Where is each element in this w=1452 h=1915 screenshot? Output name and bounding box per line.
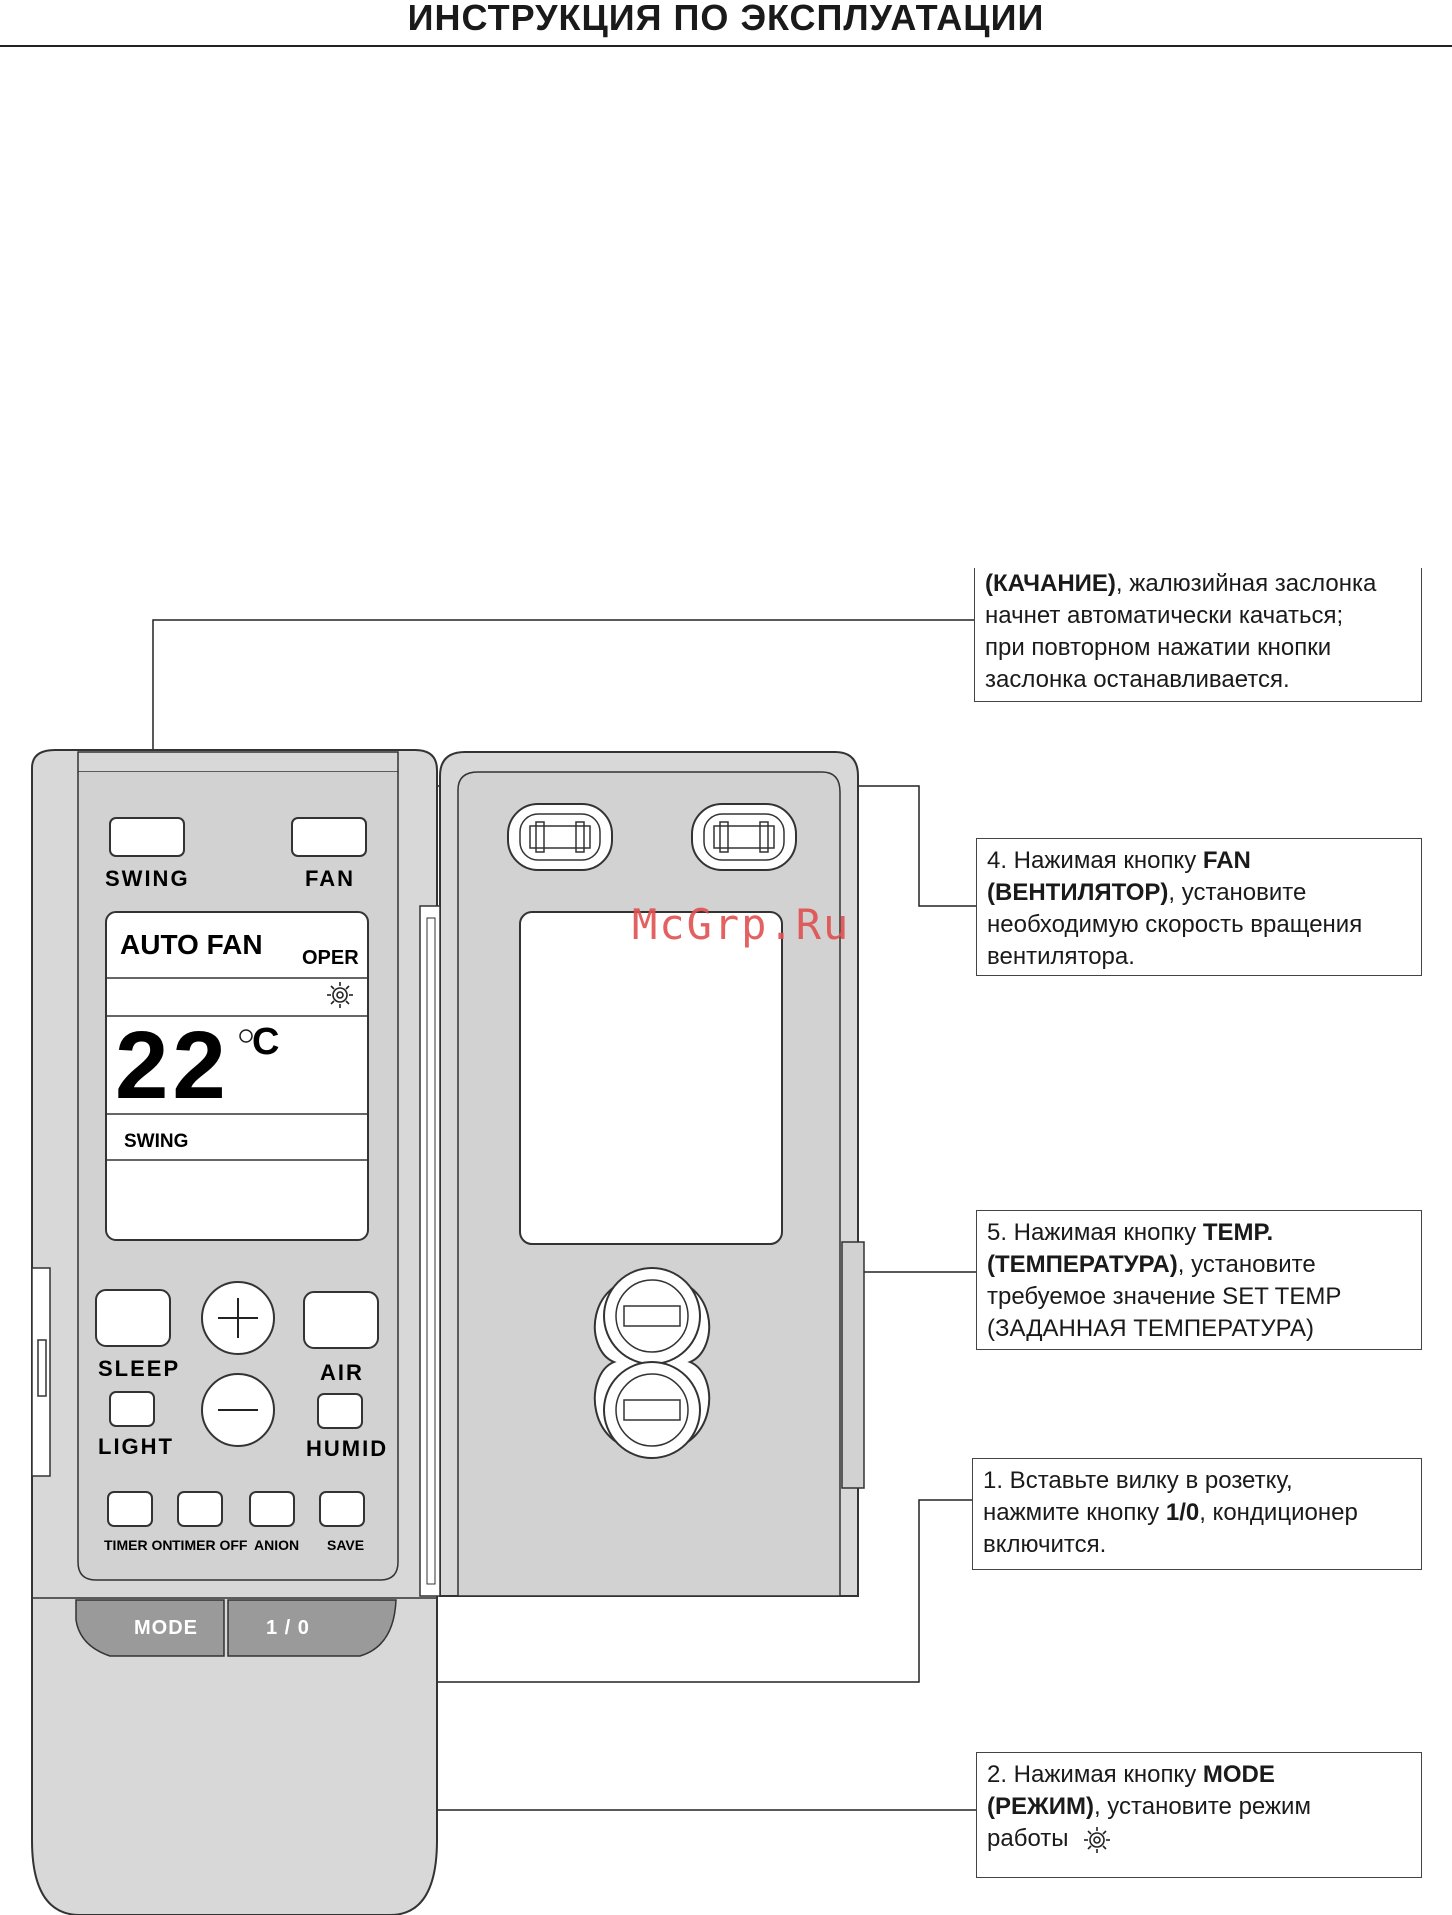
mode-label: MODE bbox=[134, 1617, 198, 1639]
callout-temp-bold2: (ТЕМПЕРАТУРА) bbox=[987, 1251, 1178, 1278]
timer-off-button bbox=[177, 1491, 223, 1527]
timer-on-label: TIMER ON bbox=[104, 1537, 172, 1553]
swing-label: SWING bbox=[105, 866, 190, 891]
callout-mode: 2. Нажимая кнопку MODE (РЕЖИМ), установи… bbox=[976, 1752, 1422, 1878]
cover-window bbox=[519, 911, 783, 1245]
lcd-auto-fan: AUTO FAN bbox=[120, 929, 263, 960]
callout-swing-line3: при повторном нажатии кнопки bbox=[985, 634, 1332, 661]
air-button bbox=[303, 1291, 379, 1349]
callout-swing-rest: , жалюзийная заслонка bbox=[1115, 570, 1377, 597]
callout-power-line2-rest: , кондиционер bbox=[1199, 1499, 1358, 1526]
anion-button bbox=[249, 1491, 295, 1527]
lcd-gear-icon bbox=[327, 982, 353, 1008]
watermark: McGrp.Ru bbox=[632, 900, 851, 949]
timer-on-button bbox=[107, 1491, 153, 1527]
sleep-label: SLEEP bbox=[98, 1356, 180, 1381]
humid-label: HUMID bbox=[306, 1436, 388, 1461]
callout-swing-line2: начнет автоматически качаться; bbox=[985, 602, 1344, 629]
power-label: 1 / 0 bbox=[266, 1617, 310, 1639]
callout-mode-line3: работы bbox=[987, 1825, 1069, 1852]
callout-temp-bold1: TEMP. bbox=[1202, 1219, 1274, 1246]
air-label: AIR bbox=[320, 1360, 364, 1385]
lcd-swing: SWING bbox=[124, 1131, 188, 1152]
light-label: LIGHT bbox=[98, 1434, 174, 1459]
swing-button bbox=[109, 817, 185, 857]
callout-fan: 4. Нажимая кнопку FAN (ВЕНТИЛЯТОР), уста… bbox=[976, 838, 1422, 976]
callout-swing-line4: заслонка останавливается. bbox=[985, 666, 1290, 693]
callout-fan-line4: вентилятора. bbox=[987, 943, 1135, 970]
callout-fan-line3: необходимую скорость вращения bbox=[987, 911, 1363, 938]
timer-off-label: TIMER OFF bbox=[172, 1537, 248, 1553]
callout-power: 1. Вставьте вилку в розетку, нажмите кно… bbox=[972, 1458, 1422, 1570]
callout-mode-prefix: 2. Нажимая кнопку bbox=[987, 1761, 1203, 1788]
humid-button bbox=[317, 1393, 363, 1429]
anion-label: ANION bbox=[254, 1537, 299, 1553]
mode-gear-icon bbox=[1084, 1826, 1111, 1853]
callout-temp-line4: (ЗАДАННАЯ ТЕМПЕРАТУРА) bbox=[987, 1315, 1314, 1342]
callout-temp-prefix: 5. Нажимая кнопку bbox=[987, 1219, 1203, 1246]
callout-temp-line3: требуемое значение SET TEMP bbox=[987, 1283, 1342, 1310]
callout-mode-bold1: MODE bbox=[1202, 1761, 1275, 1788]
callout-mode-bold2: (РЕЖИМ) bbox=[987, 1793, 1094, 1820]
callout-fan-bold1: FAN bbox=[1202, 847, 1251, 874]
callout-power-bold1: 1/0 bbox=[1165, 1499, 1200, 1526]
save-label: SAVE bbox=[327, 1537, 364, 1553]
callout-power-line2-prefix: нажмите кнопку bbox=[983, 1499, 1166, 1526]
mode-button bbox=[75, 1599, 225, 1657]
page-title: ИНСТРУКЦИЯ ПО ЭКСПЛУАТАЦИИ bbox=[407, 0, 1045, 38]
callout-temp-rest2: , установите bbox=[1177, 1251, 1316, 1278]
cover-latch-left bbox=[507, 803, 613, 871]
callout-mode-rest2: , установите режим bbox=[1093, 1793, 1311, 1820]
sleep-button bbox=[95, 1289, 171, 1347]
callout-swing-bold: (КАЧАНИЕ) bbox=[985, 570, 1116, 597]
fan-button bbox=[291, 817, 367, 857]
cover-latch-right bbox=[691, 803, 797, 871]
callout-fan-rest2: , установите bbox=[1168, 879, 1307, 906]
callout-temp: 5. Нажимая кнопку TEMP. (ТЕМПЕРАТУРА), у… bbox=[976, 1210, 1422, 1350]
lcd-display bbox=[105, 911, 369, 1241]
lcd-temperature: 22 bbox=[115, 1012, 230, 1119]
power-button bbox=[227, 1599, 397, 1657]
lcd-oper: OPER bbox=[302, 947, 359, 969]
callout-power-line3: включится. bbox=[983, 1531, 1107, 1558]
callout-power-line1: 1. Вставьте вилку в розетку, bbox=[983, 1467, 1293, 1494]
save-button bbox=[319, 1491, 365, 1527]
callout-swing: (КАЧАНИЕ), жалюзийная заслонка начнет ав… bbox=[974, 568, 1422, 702]
fan-label: FAN bbox=[305, 866, 355, 891]
callout-fan-prefix: 4. Нажимая кнопку bbox=[987, 847, 1203, 874]
callout-fan-bold2: (ВЕНТИЛЯТОР) bbox=[987, 879, 1169, 906]
title-divider bbox=[0, 45, 1452, 47]
lcd-unit: C bbox=[252, 1021, 279, 1063]
light-button bbox=[109, 1391, 155, 1427]
